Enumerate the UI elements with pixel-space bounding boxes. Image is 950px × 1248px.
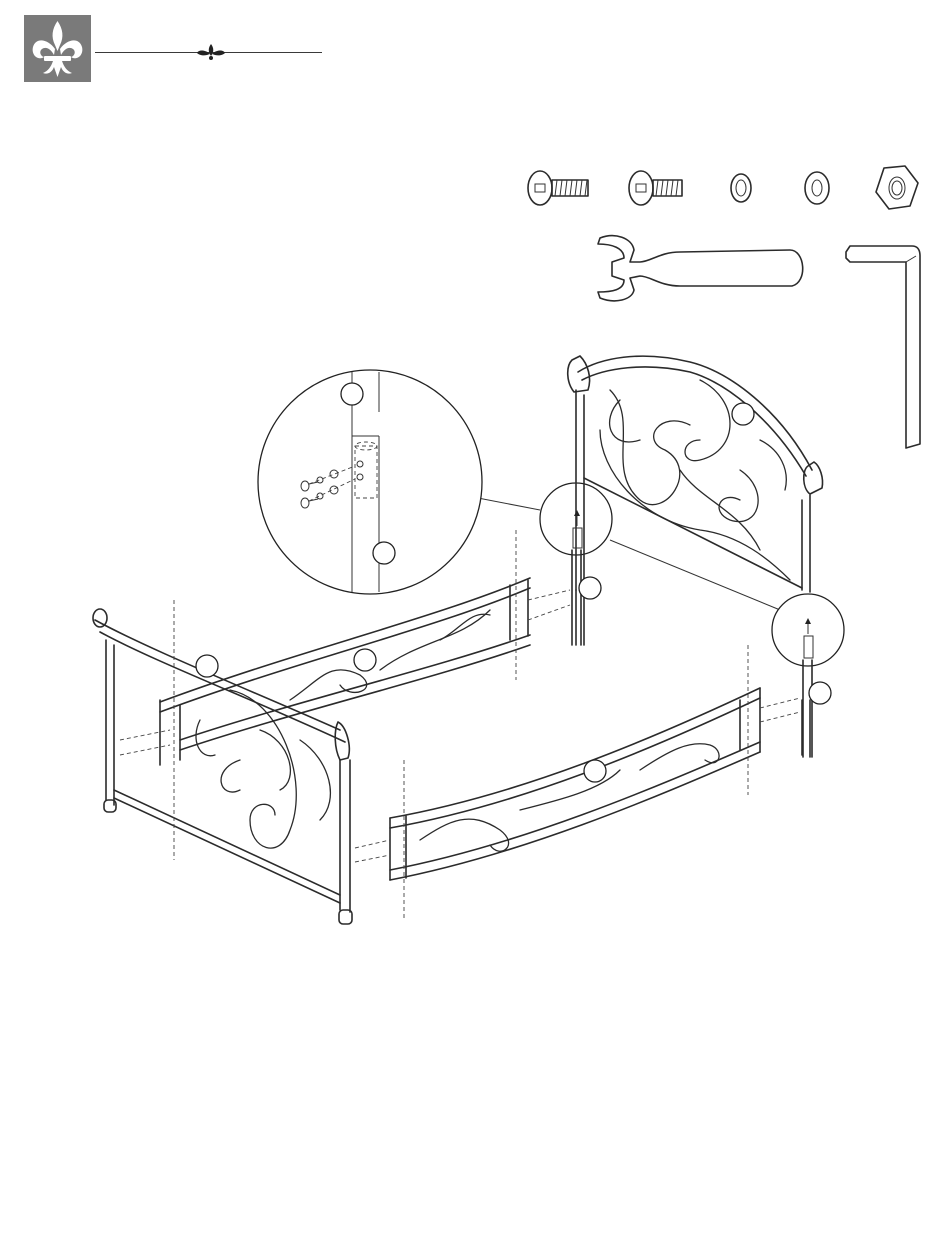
callout-marker <box>809 682 831 704</box>
footboard <box>93 600 352 924</box>
hex-key-icon <box>846 246 920 448</box>
wrench-icon <box>598 236 803 301</box>
callout-marker <box>373 542 395 564</box>
callout-marker <box>579 577 601 599</box>
callout-marker <box>354 649 376 671</box>
side-rail-lower <box>355 645 800 920</box>
callout-marker <box>732 403 754 425</box>
callout-marker <box>584 760 606 782</box>
short-bolt-icon <box>629 171 682 205</box>
lock-washer-icon <box>731 174 751 202</box>
detail-circle <box>258 370 482 594</box>
hex-nut-icon <box>876 166 918 209</box>
headboard <box>568 356 823 757</box>
long-bolt-icon <box>528 171 588 205</box>
callout-marker <box>196 655 218 677</box>
fleur-ornament-icon <box>197 44 225 60</box>
washer-icon <box>805 172 829 204</box>
detail-leader-lines <box>478 498 785 612</box>
callout-marker <box>341 383 363 405</box>
